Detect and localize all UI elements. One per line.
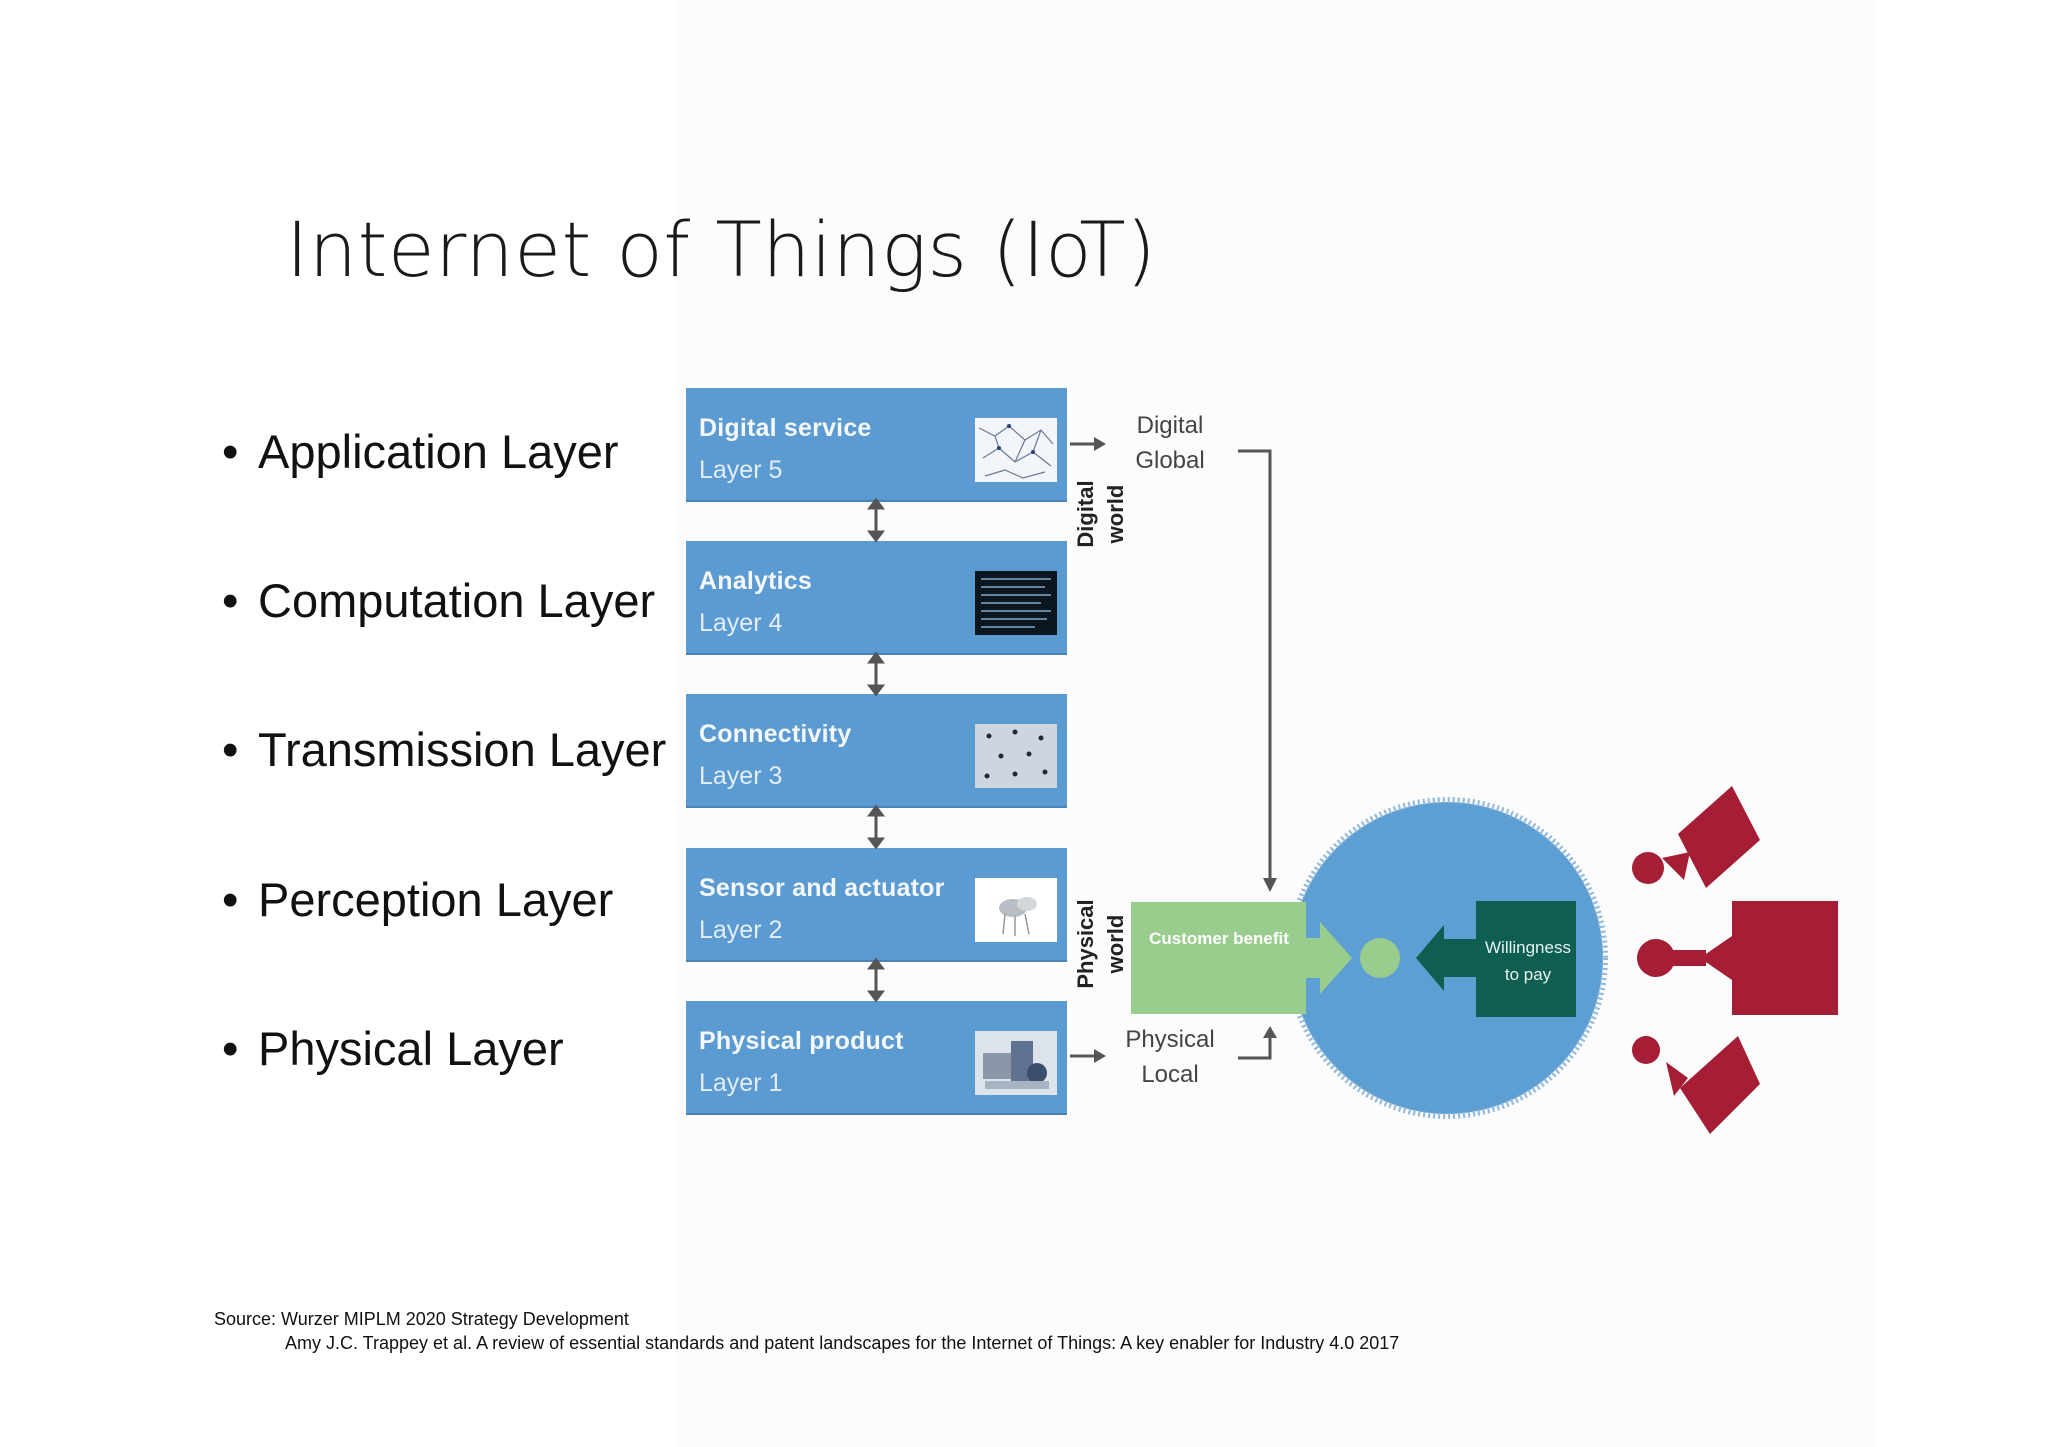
- bullet-application-layer: •Application Layer: [222, 425, 619, 478]
- customer-benefit-node: [1360, 938, 1400, 978]
- willingness-box: [1476, 901, 1576, 1017]
- bullet-text: Application Layer: [258, 425, 619, 478]
- layer-name: Physical product: [699, 1027, 904, 1055]
- data-screen-thumbnail-icon: [975, 571, 1057, 635]
- puzzle-piece-bottom: [1632, 1036, 1760, 1134]
- bullet-text: Computation Layer: [258, 574, 656, 627]
- customer-benefit-text: Customer benefit: [1149, 929, 1289, 948]
- layer-box-1: Physical product Layer 1: [686, 1001, 1067, 1113]
- slide-title: Internet of Things (IoT): [286, 205, 1157, 294]
- digital-to-benefit-line: [1238, 449, 1277, 892]
- bullet-physical-layer: •Physical Layer: [222, 1022, 564, 1075]
- layer-number: Layer 4: [699, 609, 783, 637]
- puzzle-pieces: [1632, 786, 1838, 1134]
- digital-global-label: Digital Global: [1135, 412, 1205, 474]
- puzzle-piece-top: [1632, 786, 1760, 888]
- bullet-perception-layer: •Perception Layer: [222, 873, 614, 926]
- layer-number: Layer 1: [699, 1069, 783, 1097]
- layer-number: Layer 2: [699, 916, 783, 944]
- willingness-text-line2: to pay: [1505, 965, 1552, 984]
- bullet-text: Perception Layer: [258, 873, 614, 926]
- layer-name: Digital service: [699, 414, 872, 442]
- bullet-text: Physical Layer: [258, 1022, 564, 1075]
- machine-thumbnail-icon: [975, 1031, 1057, 1095]
- layer-name: Sensor and actuator: [699, 874, 945, 902]
- layer-number: Layer 3: [699, 762, 783, 790]
- layer-box-3: Connectivity Layer 3: [686, 694, 1067, 806]
- layer-name: Connectivity: [699, 720, 852, 748]
- layer-box-4: Analytics Layer 4: [686, 541, 1067, 653]
- layer-number: Layer 5: [699, 456, 783, 484]
- willingness-text-line1: Willingness: [1485, 938, 1571, 957]
- bullet-text: Transmission Layer: [258, 723, 667, 776]
- physical-local-label: Physical Local: [1125, 1026, 1215, 1088]
- layer-box-2: Sensor and actuator Layer 2: [686, 848, 1067, 960]
- connectivity-dots-thumbnail-icon: [975, 724, 1057, 788]
- willingness-arrow: [1416, 924, 1476, 992]
- source-citation-line1: Source: Wurzer MIPLM 2020 Strategy Devel…: [214, 1309, 629, 1329]
- bullet-computation-layer: •Computation Layer: [222, 574, 656, 627]
- layer-box-5: Digital service Layer 5: [686, 388, 1067, 500]
- customer-benefit-arrow: [1306, 922, 1352, 994]
- layer-name: Analytics: [699, 567, 812, 595]
- physical-to-benefit-line: [1238, 1026, 1277, 1060]
- bullet-transmission-layer: •Transmission Layer: [222, 723, 667, 776]
- puzzle-piece-middle: [1637, 901, 1838, 1015]
- sensor-thumbnail-icon: [975, 878, 1057, 942]
- layer-connector-arrows: [867, 497, 885, 1003]
- source-citation-line2: Amy J.C. Trappey et al. A review of esse…: [285, 1333, 1400, 1353]
- customer-benefit-box: [1131, 902, 1306, 1014]
- layer-output-arrows: [1070, 437, 1106, 1063]
- network-map-thumbnail-icon: [975, 418, 1057, 482]
